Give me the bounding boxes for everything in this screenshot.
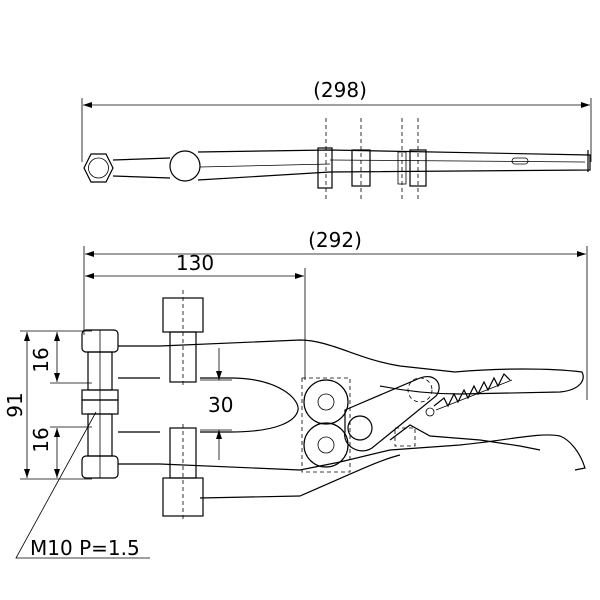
- side-view: (292) 130 91 16 16 30 M10 P=1.5: [3, 228, 588, 560]
- handle-body-top: [197, 149, 591, 181]
- hex-nut-top: [83, 153, 171, 183]
- dimension-label-298: (298): [313, 78, 367, 102]
- top-view: (298): [81, 78, 592, 200]
- upper-jaw-arm: [118, 339, 584, 395]
- thread-leader: [15, 411, 150, 559]
- nut-block: [351, 149, 371, 187]
- left-stud: [81, 329, 119, 479]
- slot: [511, 157, 529, 165]
- spring: [433, 372, 513, 411]
- dimension-label-292: (292): [308, 228, 362, 252]
- link-plate: [344, 376, 440, 452]
- dimension-label-91: 91: [3, 392, 27, 417]
- lower-bolt: [162, 424, 204, 520]
- upper-bolt: [162, 290, 204, 386]
- dimension-label-16-lower: 16: [29, 427, 53, 452]
- nut-block: [317, 147, 333, 189]
- nut-block: [409, 149, 427, 187]
- pivot-disc-upper: [303, 379, 349, 425]
- dimension-label-16-upper: 16: [29, 347, 53, 372]
- lower-jaw-arm: [118, 434, 586, 471]
- jaw-loop: [200, 377, 299, 433]
- pivot-disc-top: [169, 150, 201, 182]
- thread-callout: M10 P=1.5: [30, 536, 140, 560]
- dimension-label-130: 130: [176, 251, 214, 275]
- release-lever: [389, 424, 541, 451]
- link-pin: [347, 415, 373, 441]
- pivot-disc-lower: [303, 422, 349, 468]
- dimension-label-30: 30: [208, 393, 233, 417]
